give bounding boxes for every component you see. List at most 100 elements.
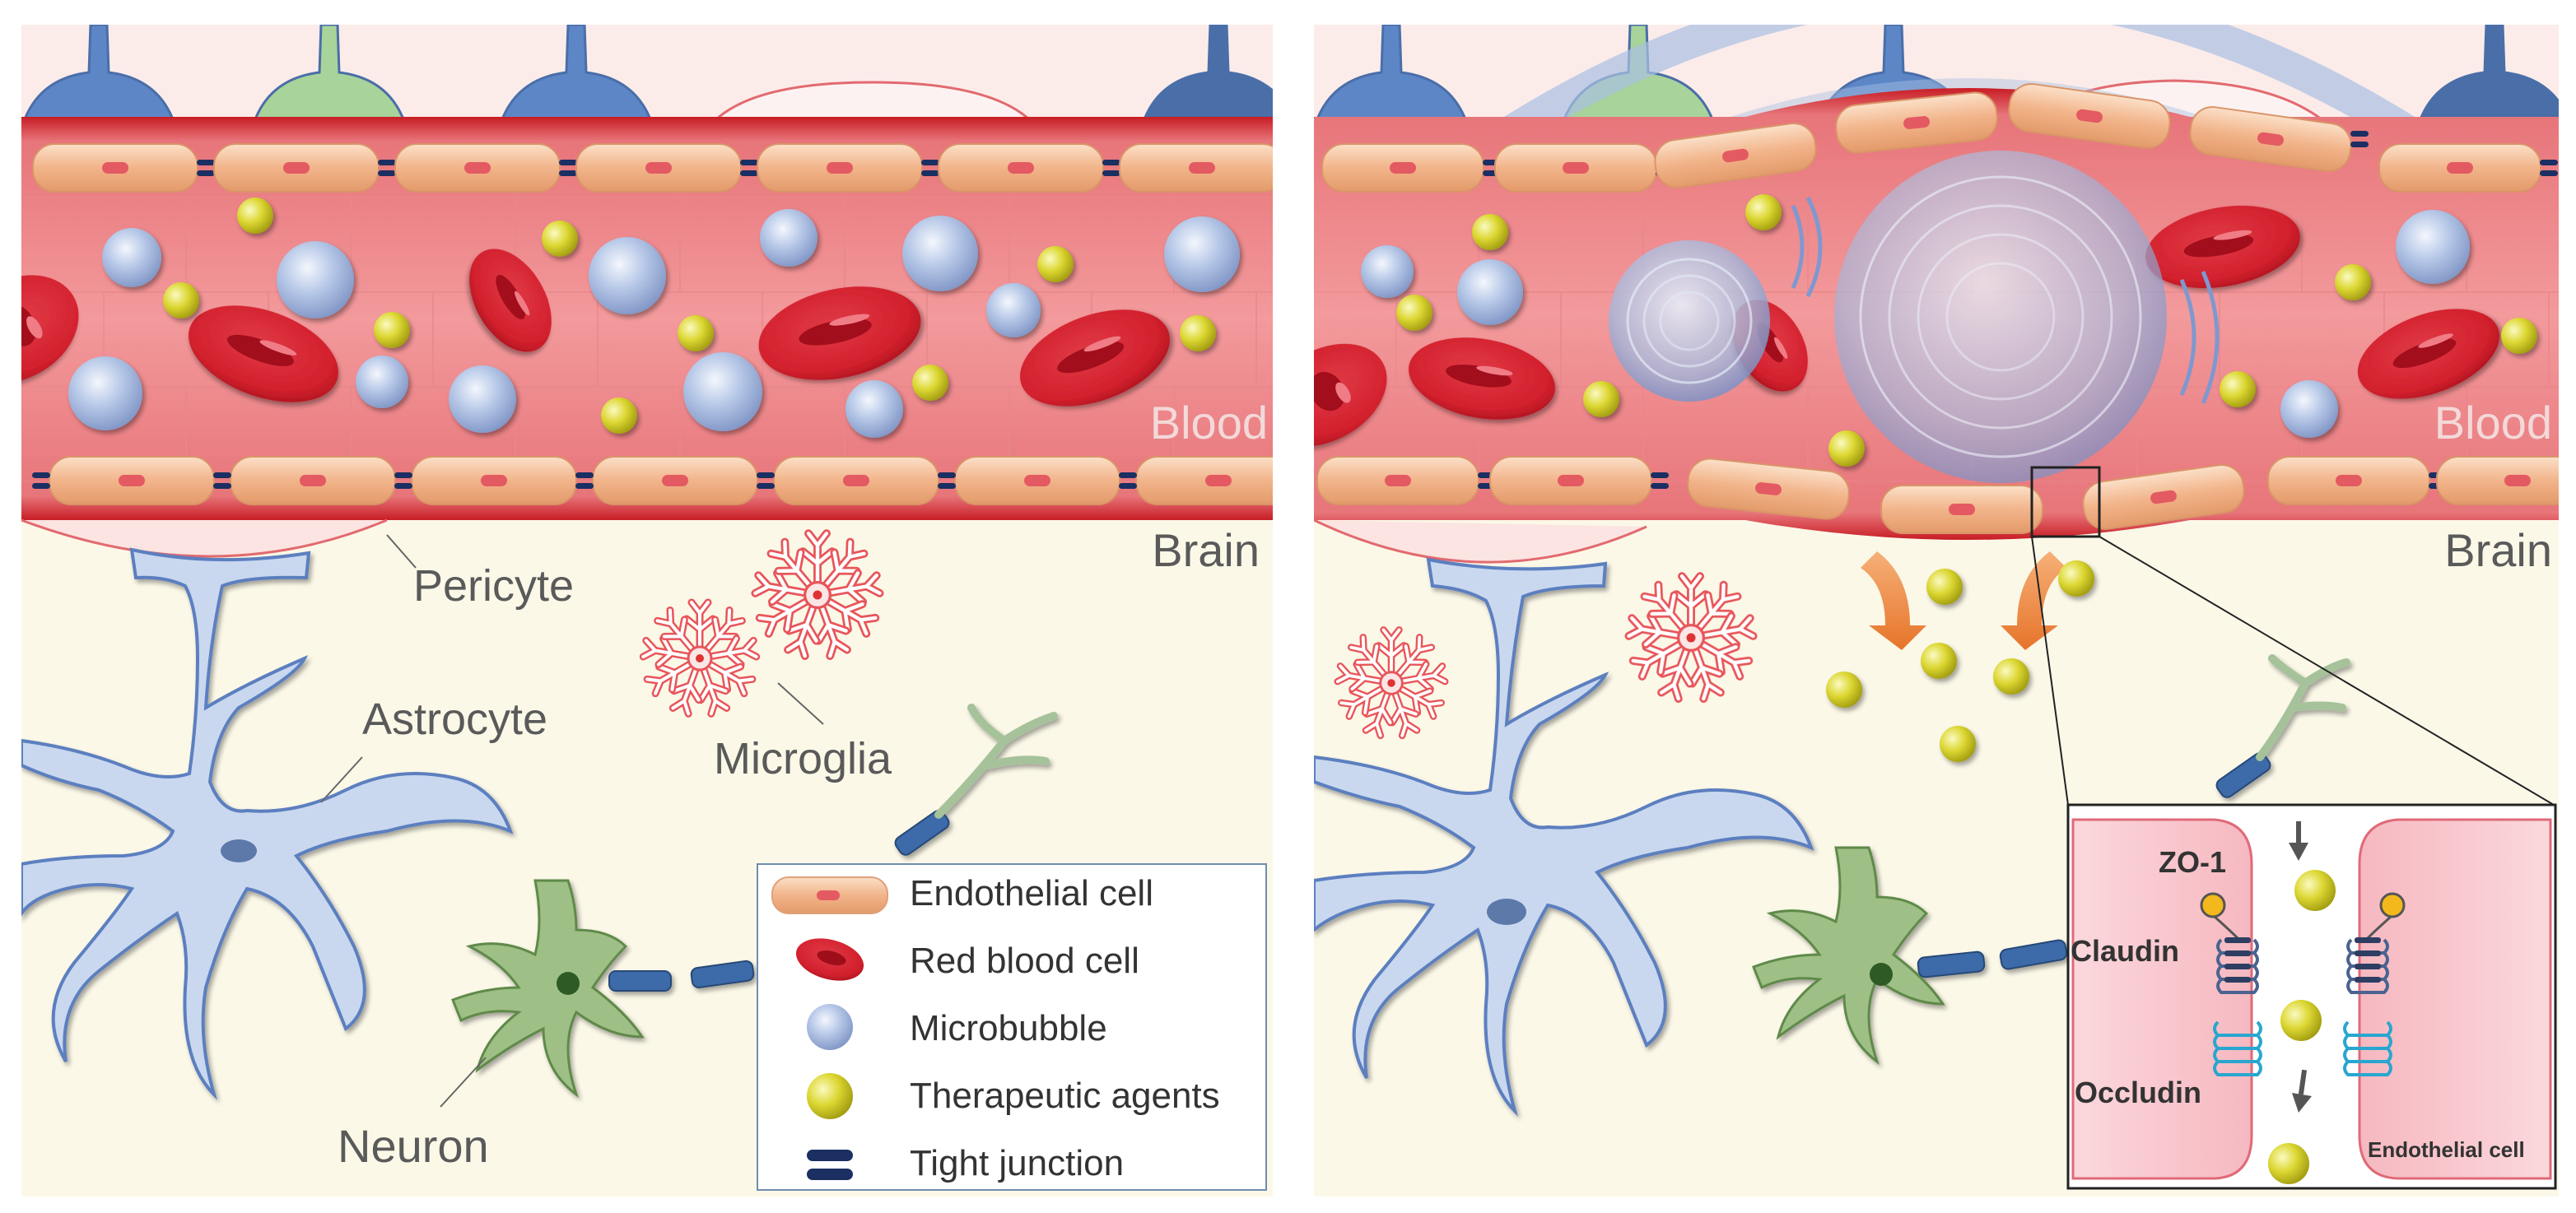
endothelial-cell: [1835, 91, 1998, 154]
therapeutic-agent: [237, 198, 273, 234]
endothelial-row-top: [32, 143, 1273, 193]
red-blood-cell: [1314, 343, 1387, 447]
zo1-label: ZO-1: [2159, 845, 2226, 879]
therapeutic-agent: [163, 282, 199, 318]
therapeutic-agent: [678, 315, 714, 351]
endothelial-cell: [592, 456, 758, 505]
microbubble: [102, 228, 161, 287]
occludin-loop: [2343, 1020, 2392, 1037]
occludin-label: Occludin: [2075, 1076, 2201, 1109]
endothelial-cell: [2082, 464, 2245, 530]
tight-junction: [559, 160, 577, 176]
claudin-loop: [2346, 978, 2389, 994]
microbubble: [845, 380, 903, 438]
vessel-contents-right: [1314, 194, 2537, 467]
therapeutic-agent: [912, 365, 948, 401]
tight-junction-inset: ZO-1 Claudin Occludin Endothelial cell: [2066, 803, 2557, 1190]
brain-label-right: Brain: [2444, 524, 2552, 576]
astrocyte-endfoot: [500, 25, 653, 121]
tight-junction: [575, 472, 594, 489]
lumen-cell-outline: [1255, 291, 1273, 388]
endothelial-cell: [2008, 83, 2171, 149]
claudin-label: Claudin: [2071, 934, 2179, 968]
occludin-loop: [2213, 1060, 2262, 1076]
endothelial-cell: [394, 143, 561, 193]
endothelial-cell: [2436, 456, 2559, 505]
astrocyte-label: Astrocyte: [362, 695, 547, 744]
therapeutic-agent: [2220, 371, 2256, 407]
neuron-leader-line: [440, 1057, 487, 1108]
therapeutic-agent: [1396, 295, 1432, 331]
astrocyte: [21, 547, 514, 1100]
red-blood-cell: [758, 286, 921, 380]
red-blood-cell: [1408, 337, 1556, 420]
endothelial-cell: [1880, 485, 2043, 534]
inset-agent-3: [2268, 1143, 2309, 1184]
endothelial-cell: [411, 456, 577, 505]
pericyte-leader-line: [386, 534, 417, 569]
endothelial-cell: [230, 456, 396, 505]
occludin-loop: [2343, 1034, 2392, 1050]
astrocyte-right: [1314, 557, 1814, 1117]
inset-cell-right: [2358, 818, 2552, 1180]
endothelial-row-bottom: [32, 456, 1273, 505]
endothelial-cell: [1494, 143, 1657, 193]
occludin-loop: [2213, 1020, 2262, 1037]
therapeutic-agent: [1037, 246, 1074, 282]
microbubble: [902, 216, 978, 291]
endothelial-cell: [757, 143, 923, 193]
tight-junction: [1119, 472, 1137, 489]
endothelial-cell: [773, 456, 939, 505]
microbubble: [68, 356, 142, 430]
zoom-line-right: [2099, 536, 2555, 806]
blood-label: Blood: [1150, 397, 1268, 448]
zo1-protein: [2200, 892, 2226, 918]
astrocyte-endfeet-top: [22, 25, 1273, 121]
microbubble: [2396, 210, 2470, 284]
right-panel: Blood Brain ZO-1 Claudin Occludin Endoth…: [1314, 25, 2559, 1197]
occludin-loop: [2213, 1047, 2262, 1063]
tight-junction: [378, 160, 396, 176]
microglia-cell: [639, 598, 761, 718]
tight-junction: [1102, 160, 1120, 176]
endothelial-row-top-right: [1321, 83, 2558, 193]
microbubble: [683, 352, 762, 431]
microglia: [639, 529, 884, 718]
therapeutic-agent: [2058, 560, 2094, 597]
microglia-cell: [1624, 572, 1758, 704]
blood-label-right: Blood: [2434, 397, 2552, 448]
tight-junction: [2350, 131, 2369, 147]
microglia-right: [1334, 572, 1758, 740]
red-blood-cell: [469, 249, 552, 352]
therapeutic-agent: [1940, 726, 1976, 762]
endothelial-cell: [938, 143, 1104, 193]
therapeutic-agent: [601, 397, 637, 434]
legend-tight-junction-icon: [807, 1150, 853, 1180]
endothelial-cell: [954, 456, 1120, 505]
inset-agent-1: [2294, 870, 2336, 911]
microbubble: [589, 237, 666, 314]
red-blood-cell: [2357, 309, 2500, 399]
therapeutic-agent: [1828, 430, 1865, 467]
endothelial-cell: [1489, 456, 1652, 505]
therapeutic-agent: [1180, 315, 1216, 351]
tight-junction: [740, 160, 758, 176]
legend-label-rbc: Red blood cell: [910, 941, 1139, 981]
pericyte-shape-right: [1314, 518, 1647, 564]
endothelial-cell: [32, 143, 198, 193]
legend-microbubble-icon: [807, 1004, 853, 1050]
pericyte-top: [715, 81, 1031, 121]
extravasated-agents: [1826, 560, 2094, 762]
microglia-label: Microglia: [714, 734, 892, 783]
endothelial-row-bottom-right: [1316, 456, 2559, 534]
vessel-contents: [21, 198, 1240, 438]
zoom-region: [2030, 466, 2101, 538]
therapeutic-agent: [1745, 194, 1782, 230]
legend-label-endothelial: Endothelial cell: [910, 873, 1153, 913]
legend-agent-icon: [807, 1073, 853, 1119]
inset-proteins-left: [2200, 892, 2262, 1076]
leakage-arrows: [1861, 551, 2066, 650]
therapeutic-agent: [1826, 672, 1862, 708]
microbubble: [449, 365, 516, 433]
endothelial-cell: [2378, 143, 2541, 193]
